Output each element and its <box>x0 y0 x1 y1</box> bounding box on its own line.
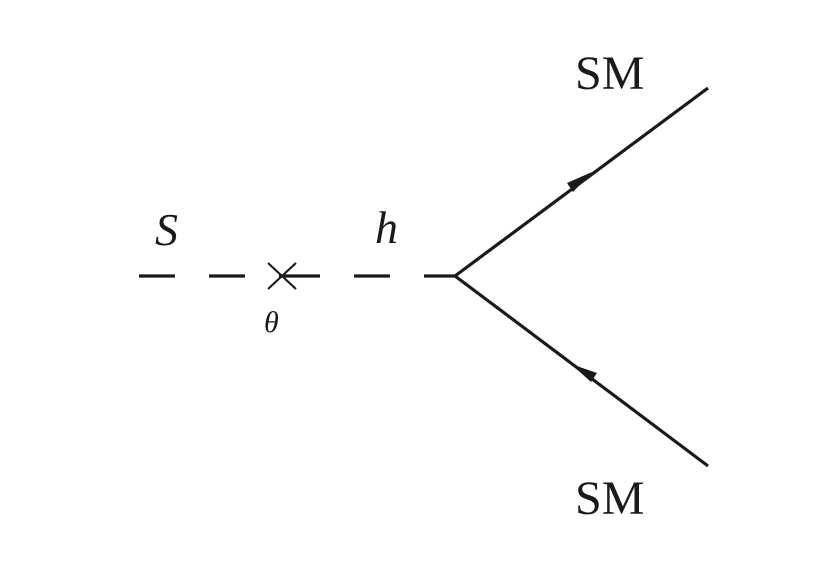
label-sm-top: SM <box>575 47 644 100</box>
label-s: S <box>155 204 178 255</box>
arrow-top-icon <box>567 172 592 192</box>
label-theta: θ <box>264 306 279 339</box>
label-sm-bottom: SM <box>575 472 644 525</box>
label-h: h <box>375 202 398 253</box>
arrow-bottom-icon <box>571 364 597 382</box>
mixing-cross-marker <box>267 262 297 290</box>
